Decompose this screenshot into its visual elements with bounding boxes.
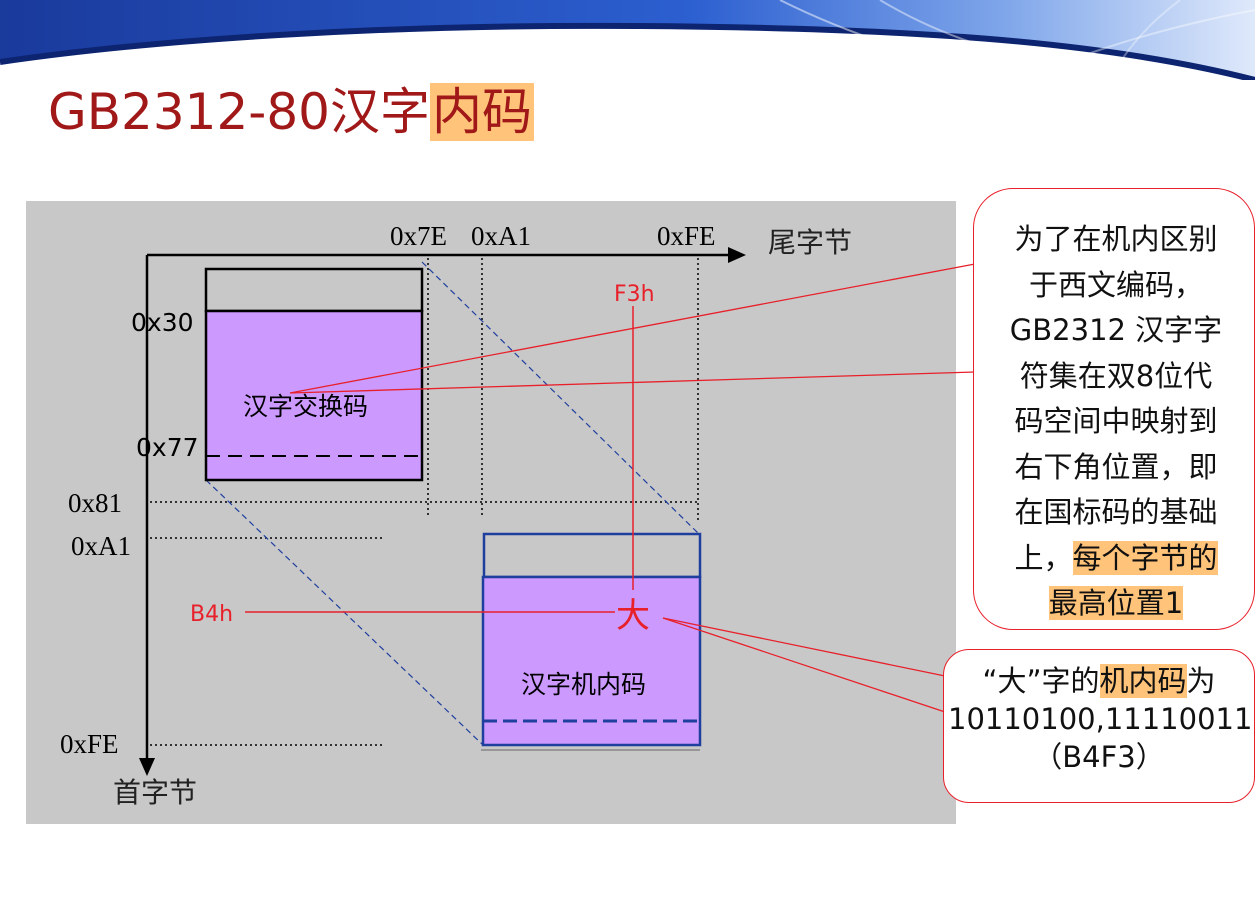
- header-banner: [0, 0, 1255, 80]
- box-tick-0x77: 0x77: [136, 433, 199, 462]
- marker-row-label: B4h: [190, 602, 233, 627]
- callout2-line-1-highlight: 机内码: [1099, 664, 1187, 698]
- callout1-line-1: 为了在机内区别: [1014, 222, 1218, 256]
- callout1-line-9: 最高位置1: [988, 581, 1244, 627]
- callout1-line-2: 于西文编码，: [1028, 267, 1203, 302]
- page-title: GB2312-80汉字内码: [48, 78, 534, 146]
- callout1-pointer-b: [289, 371, 976, 394]
- projection-line-top: [421, 261, 701, 536]
- callout1-line-8: 上，每个字节的: [988, 536, 1244, 582]
- row-tick-0xA1: 0xA1: [71, 531, 131, 561]
- callout2-line-1: “大”字的机内码为: [948, 662, 1250, 700]
- marker-char: 大: [616, 596, 650, 636]
- callout2-pointer-a: [662, 617, 946, 677]
- callout2-line-1-pre: “大”字的: [982, 664, 1100, 698]
- callout2-line-2: 10110100,11110011: [948, 702, 1253, 736]
- internal-region: [481, 575, 702, 747]
- internal-box-top: [482, 532, 702, 579]
- col-tick-0x7E: 0x7E: [390, 221, 447, 251]
- col-tick-0xA1: 0xA1: [471, 221, 531, 251]
- callout1-line-8-plain: 上，: [1014, 540, 1073, 575]
- callout1-line-8-highlight: 每个字节的: [1072, 540, 1218, 575]
- callout1-line-6: 右下角位置，即: [1014, 449, 1218, 484]
- internal-region-label: 汉字机内码: [521, 670, 646, 699]
- col-axis-label: 尾字节: [768, 226, 852, 259]
- row-tick-0xFE: 0xFE: [60, 729, 119, 759]
- callout1-line-5: 码空间中映射到: [1014, 404, 1218, 438]
- row-axis-label: 首字节: [113, 776, 197, 809]
- callout2-line-3: （B4F3）: [1033, 740, 1165, 774]
- callout-example: “大”字的机内码为 10110100,11110011 （B4F3）: [943, 649, 1255, 803]
- col-tick-0xFE: 0xFE: [657, 221, 716, 251]
- callout1-line-9-highlight: 最高位置1: [1048, 586, 1184, 620]
- callout1-line-3: GB2312 汉字字: [1009, 313, 1223, 347]
- callout1-line-7: 在国标码的基础: [1014, 495, 1218, 529]
- row-tick-0x81: 0x81: [68, 488, 122, 518]
- box-tick-0x30: 0x30: [131, 308, 194, 337]
- exchange-region: [204, 309, 424, 482]
- callout1-pointer-a: [289, 263, 976, 394]
- col-axis-arrow-icon: [728, 247, 746, 263]
- exchange-region-label: 汉字交换码: [243, 392, 368, 421]
- row-axis-arrow-icon: [139, 758, 155, 776]
- callout1-line-4: 符集在双8位代: [1019, 358, 1213, 393]
- title-main: GB2312-80汉字: [48, 83, 430, 141]
- marker-col-label: F3h: [614, 282, 655, 307]
- callout-explanation: 为了在机内区别 于西文编码， GB2312 汉字字 符集在双8位代 码空间中映射…: [973, 188, 1255, 630]
- callout2-line-1-post: 为: [1186, 664, 1216, 698]
- exchange-box-top: [204, 267, 424, 313]
- title-highlight: 内码: [429, 83, 534, 141]
- callout2-pointer-b: [662, 617, 946, 713]
